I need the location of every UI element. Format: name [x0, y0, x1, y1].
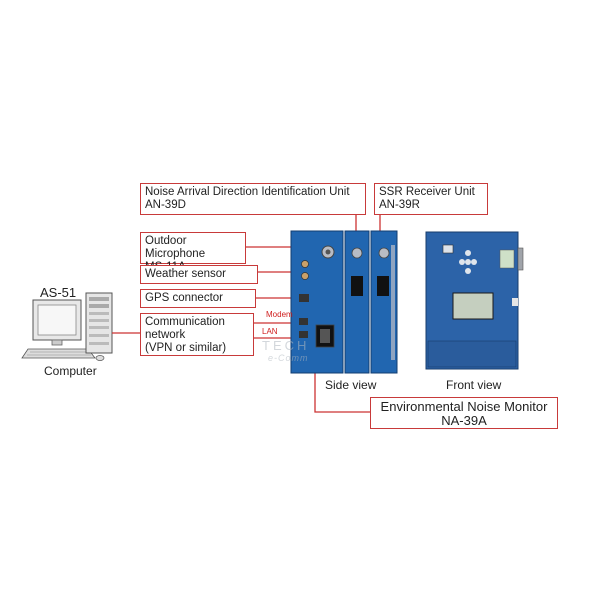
lan-label: LAN — [262, 327, 278, 336]
gps-connector-label: GPS connector — [140, 289, 256, 308]
gps-connector-text: GPS connector — [145, 292, 223, 304]
weather-sensor-text: Weather sensor — [145, 268, 226, 280]
weather-sensor-label: Weather sensor — [140, 265, 258, 284]
ssr-unit-label: SSR Receiver Unit AN-39R — [374, 183, 488, 215]
computer-illustration — [21, 292, 113, 361]
noise-monitor-model: NA-39A — [441, 413, 487, 428]
noise-unit-model: AN-39D — [145, 199, 186, 211]
computer-model-label: AS-51 — [40, 285, 77, 300]
ssr-unit-name: SSR Receiver Unit — [379, 186, 475, 198]
front-view-caption: Front view — [446, 378, 502, 392]
computer-caption: Computer — [44, 364, 97, 378]
noise-unit-label: Noise Arrival Direction Identification U… — [140, 183, 366, 215]
comm-network-line1: Communication — [145, 316, 225, 328]
side-view-caption: Side view — [325, 378, 377, 392]
microphone-name: Outdoor Microphone — [145, 235, 206, 260]
ssr-unit-model: AN-39R — [379, 199, 420, 211]
front-view-device — [425, 231, 524, 370]
watermark-line2: e-Comm — [268, 353, 309, 363]
comm-network-line2: network — [145, 329, 186, 341]
comm-network-label: Communication network (VPN or similar) — [140, 313, 254, 356]
watermark: TECH e-Comm — [262, 338, 309, 363]
modem-label: Modem — [266, 310, 293, 319]
noise-unit-name: Noise Arrival Direction Identification U… — [145, 186, 350, 198]
comm-network-line3: (VPN or similar) — [145, 342, 227, 354]
microphone-label: Outdoor Microphone MS-11A — [140, 232, 246, 273]
noise-monitor-label: Environmental Noise Monitor NA-39A — [370, 397, 558, 429]
side-view-device — [290, 230, 398, 374]
watermark-line1: TECH — [262, 338, 310, 353]
noise-monitor-name: Environmental Noise Monitor — [380, 399, 548, 414]
connector-lines — [246, 201, 381, 413]
